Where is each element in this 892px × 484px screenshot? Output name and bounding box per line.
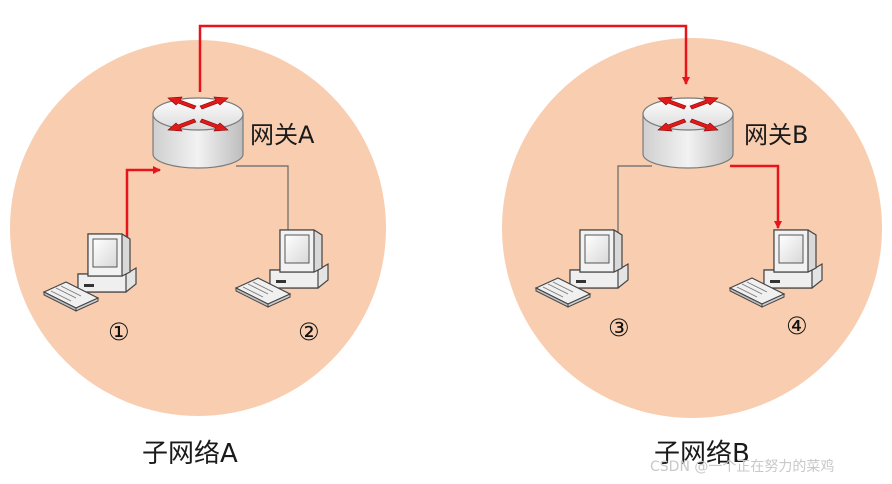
watermark: CSDN @一个正在努力的菜鸡 bbox=[650, 458, 834, 475]
subnet-a-label: 子网络A bbox=[142, 439, 238, 469]
gateway-a-router-icon bbox=[152, 96, 244, 169]
host-3-number: ③ bbox=[608, 314, 630, 342]
gateway-b-router-icon bbox=[642, 96, 734, 169]
subnet-b-area bbox=[502, 38, 882, 418]
link-gateway-a-host-2 bbox=[236, 165, 289, 232]
subnet-b-label: 子网络B bbox=[654, 439, 750, 469]
host-2-number: ② bbox=[298, 318, 320, 346]
gateway-b-label: 网关B bbox=[744, 121, 808, 149]
gateway-a-label: 网关A bbox=[250, 121, 315, 149]
route-gateway-b-to-host-4 bbox=[730, 164, 782, 229]
link-gateway-b-host-3 bbox=[617, 165, 652, 248]
subnet-a-area bbox=[10, 40, 386, 416]
host-1-number: ① bbox=[108, 318, 130, 346]
route-gateway-a-to-gateway-b bbox=[198, 24, 690, 92]
route-host-1-to-gateway-a bbox=[125, 166, 161, 244]
host-4-number: ④ bbox=[786, 312, 808, 340]
